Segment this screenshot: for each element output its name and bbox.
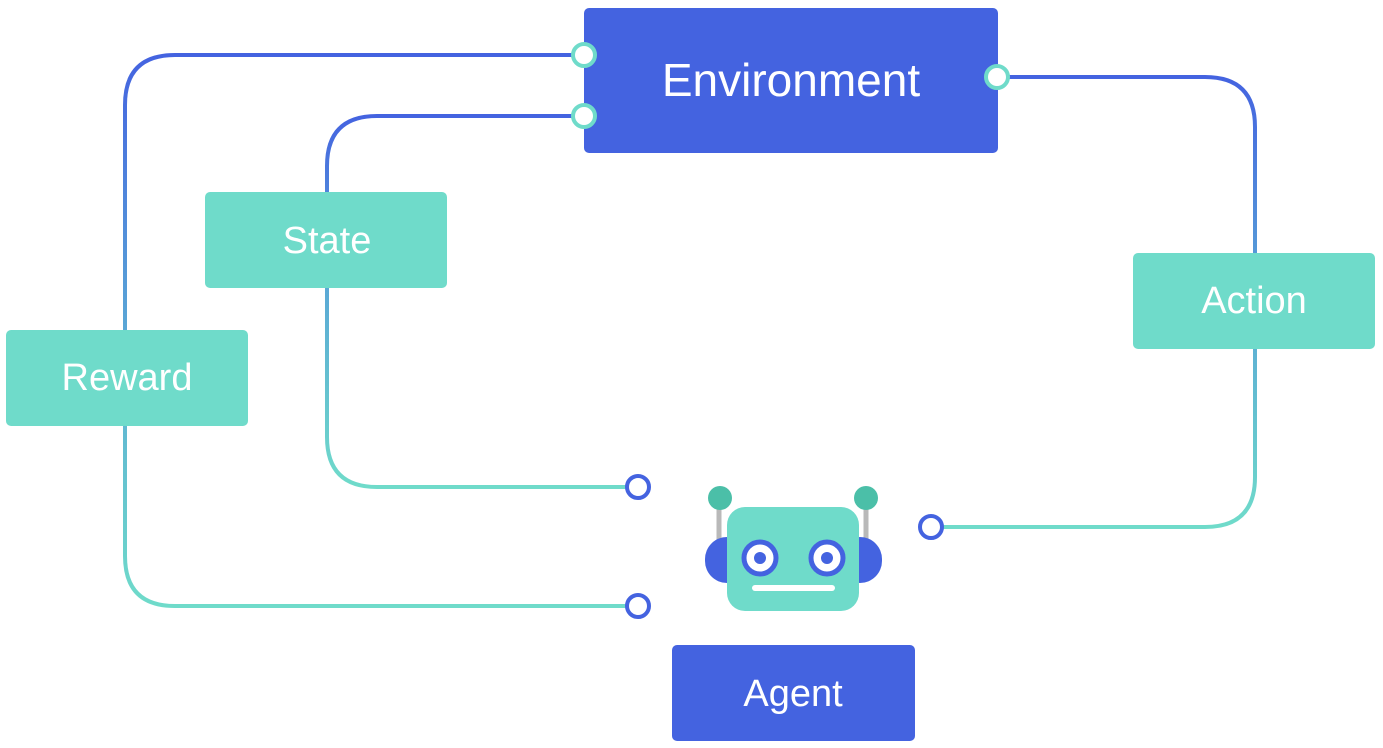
state-connector-line <box>325 114 638 489</box>
robot-mouth <box>752 585 835 591</box>
reward-port-agent <box>625 593 651 619</box>
agent-label: Agent <box>743 673 843 715</box>
environment-box <box>584 8 998 153</box>
action-box <box>1133 253 1375 349</box>
agent-box <box>672 645 915 741</box>
reward-port-environment <box>571 42 597 68</box>
action-node: Action <box>1133 253 1375 349</box>
reward-box <box>6 330 248 426</box>
environment-label: Environment <box>662 54 920 106</box>
robot-right-pupil <box>821 552 833 564</box>
action-port-agent <box>918 514 944 540</box>
state-port-agent <box>625 474 651 500</box>
reward-node: Reward <box>6 330 248 426</box>
action-port-environment <box>984 64 1010 90</box>
robot-left-antenna-ball <box>708 486 732 510</box>
state-label: State <box>283 220 372 262</box>
agent-node: Agent <box>672 645 915 741</box>
state-box <box>205 192 447 288</box>
robot-left-pupil <box>754 552 766 564</box>
environment-node: Environment <box>584 8 998 153</box>
state-port-environment <box>571 103 597 129</box>
robot-agent-icon <box>705 486 882 611</box>
state-node: State <box>205 192 447 288</box>
robot-right-antenna-ball <box>854 486 878 510</box>
reward-label: Reward <box>62 357 193 399</box>
action-label: Action <box>1201 280 1307 322</box>
